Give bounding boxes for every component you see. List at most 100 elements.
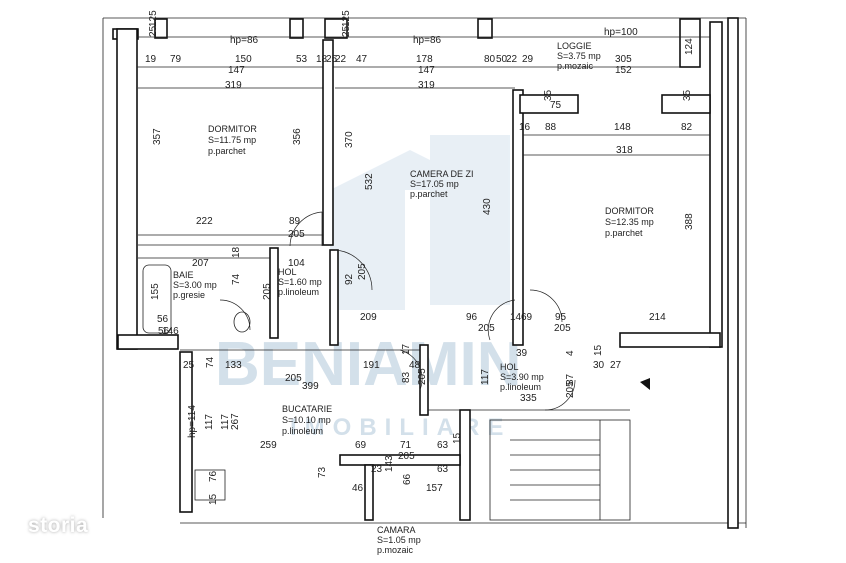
dimension-label: 125 [148,10,159,27]
dimension-label: 205 [357,263,368,280]
room-camara-area: S=1.05 mp [377,535,421,545]
dimension-label: 74 [231,273,242,285]
room-camera-name: CAMERA DE ZI [410,169,474,179]
dimension-label: 16 [519,122,531,133]
dimension-label: 143 [384,455,395,472]
dimension-label: 79 [170,54,182,65]
dimension-label: 63 [437,464,449,475]
dimension-label: 399 [302,381,319,392]
dimension-label: 319 [225,80,242,91]
dimension-label: 95 [555,312,567,323]
interior-walls [138,39,711,521]
dimension-label: 205 [554,323,571,334]
dimension-label: 76 [208,470,219,482]
dimension-label: 22 [335,54,347,65]
dimension-label: 89 [289,216,301,227]
room-loggie-area: S=3.75 mp [557,51,601,61]
dimension-label: 214 [649,312,666,323]
boundary-lines [102,17,747,528]
dimension-label: 80 [484,54,496,65]
dimension-label: 4 [565,350,576,356]
room-loggie-floor: p.mozaic [557,61,594,71]
dimension-label: 29 [522,54,534,65]
room-baie-floor: p.gresie [173,290,205,300]
room-hol2-name: HOL [500,362,519,372]
dimension-label: 19 [145,54,157,65]
dimension-label: 259 [260,440,277,451]
brand-logo: storia [28,514,89,537]
dimension-label: 178 [416,54,433,65]
room-dormitor2-area: S=12.35 mp [605,217,654,227]
window-height-label: hp=100 [604,27,638,38]
room-camara-floor: p.mozaic [377,545,414,555]
dimension-label: 319 [418,80,435,91]
room-dormitor2-floor: p.parchet [605,228,643,238]
dimension-label: 14 [510,312,522,323]
dimension-label: 25 [326,54,338,65]
dimension-label: 15 [452,432,463,444]
dimension-label: 205 [478,323,495,334]
dimension-label: 27 [610,360,622,371]
dimension-label: 69 [355,440,367,451]
dimension-label: 146 [162,326,179,337]
dimension-label: 74 [205,356,216,368]
dimension-label: 25 [341,25,352,37]
room-bucatarie-floor: p.linoleum [282,426,323,436]
room-baie-area: S=3.00 mp [173,280,217,290]
dimension-label: 388 [684,213,695,230]
room-loggie-name: LOGGIE [557,41,592,51]
dimension-label: 25 [183,360,195,371]
room-baie-name: BAIE [173,270,194,280]
dimension-label: 47 [356,54,368,65]
dimension-label: 117 [480,369,491,385]
dimension-label: 71 [400,440,412,451]
dimension-label: 133 [225,360,242,371]
fixtures [142,264,251,501]
dimension-label: 35 [543,89,554,101]
dimension-label: 124 [684,38,695,55]
dimension-label: 88 [545,122,557,133]
dimension-label: 18 [231,246,242,258]
room-camera-floor: p.parchet [410,189,448,199]
dimension-label: 39 [516,348,528,359]
dimension-label: 35 [682,89,693,101]
dimension-label: 50 [496,54,508,65]
dimension-label: 125 [341,10,352,27]
dimension-label: 335 [520,393,537,404]
exterior-walls [112,17,739,529]
dimension-label: 53 [296,54,308,65]
room-bucatarie-name: BUCATARIE [282,404,332,414]
dimension-label: 267 [230,413,241,430]
room-hol2-area: S=3.90 mp [500,372,544,382]
dimension-label: 104 [288,258,305,269]
dimension-label: 23 [371,464,383,475]
dimension-label: 82 [681,122,693,133]
room-camara-name: CAMARA [377,525,416,535]
room-hol1-name: HOL [278,267,297,277]
room-dormitor1-name: DORMITOR [208,124,257,134]
dimension-label: 157 [426,483,443,494]
room-dormitor1-area: S=11.75 mp [208,135,256,145]
dimension-label: 117 [220,414,231,430]
room-labels: DORMITOR S=11.75 mp p.parchet CAMERA DE … [173,41,654,555]
window-height-label: hp=86 [230,35,259,46]
watermark-line1: BENIAMIN [215,330,522,399]
dimension-label: 15 [208,493,219,505]
room-hol1-area: S=1.60 mp [278,277,322,287]
dimension-label: 87 [565,373,576,385]
dimension-label: 56 [158,326,170,337]
dimension-label: 117 [204,414,215,430]
dimension-label: 532 [364,173,375,190]
dimension-label: 205 [417,368,428,385]
room-dormitor2-name: DORMITOR [605,206,654,216]
dimension-label: 147 [228,65,245,76]
dimension-label: 150 [235,54,252,65]
dimension-label: 73 [317,466,328,478]
window-height-label: hp=114 [187,405,198,438]
dimension-label: 96 [466,312,478,323]
room-hol1-floor: p.linoleum [278,287,319,297]
dimension-label: 46 [352,483,364,494]
north-arrow-icon [640,378,650,390]
dimension-label: 92 [344,273,355,285]
